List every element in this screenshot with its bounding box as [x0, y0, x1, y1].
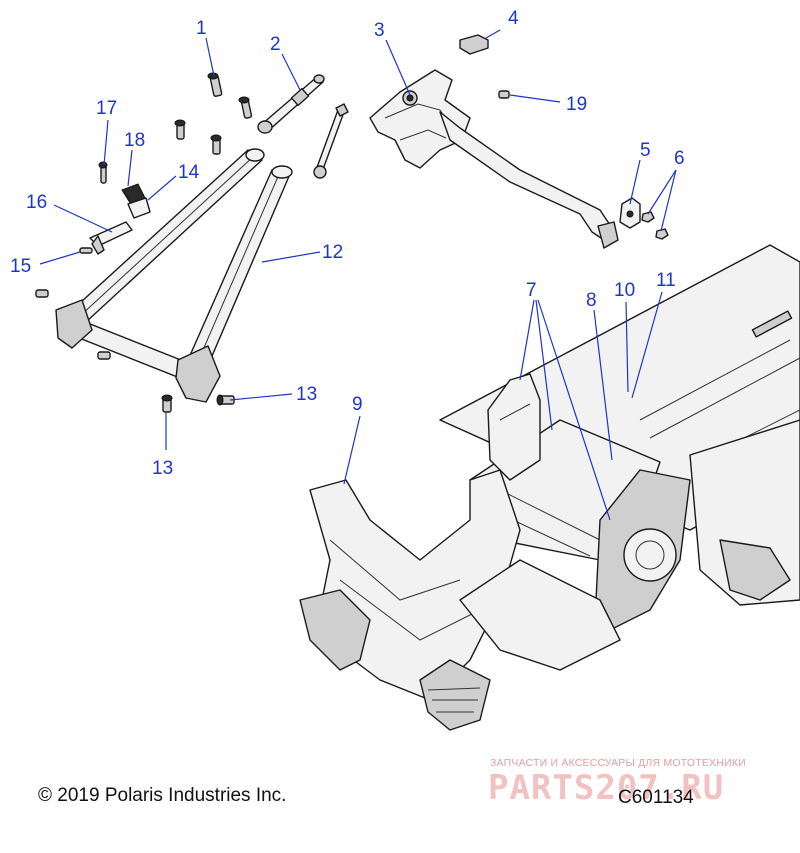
bolt-1 [207, 72, 223, 97]
callout-3: 3 [374, 20, 385, 41]
callout-2: 2 [270, 34, 281, 55]
callout-1: 1 [196, 18, 207, 39]
pin-19 [498, 90, 510, 99]
bolt-loose-c [210, 134, 222, 155]
bolt-loose-e [97, 351, 111, 360]
bolt-loose-a [238, 96, 253, 119]
leader-lines [39, 29, 677, 521]
copyright-notice: © 2019 Polaris Industries Inc. [38, 785, 287, 806]
watermark-tagline: ЗАПЧАСТИ И АКСЕССУАРЫ ДЛЯ МОТОТЕХНИКИ [490, 757, 746, 769]
callout-15: 15 [10, 256, 31, 277]
bolt-loose-d [35, 289, 49, 298]
callout-19: 19 [566, 94, 587, 115]
callout-labels: 1 2 3 4 5 6 7 8 9 10 11 12 13 13 14 15 1… [10, 8, 685, 479]
tie-rod-2-second [313, 103, 349, 179]
callout-12: 12 [322, 242, 343, 263]
callout-4: 4 [508, 8, 519, 29]
bolt-17 [98, 161, 108, 184]
bracket-5 [619, 197, 641, 229]
pad-4 [459, 34, 489, 55]
watermark-logo: PARTS207.RU [488, 768, 725, 808]
callout-13-right: 13 [296, 384, 317, 405]
callout-16: 16 [26, 192, 47, 213]
bolt-13-left [161, 394, 173, 413]
drawing-number: C601134 [618, 787, 694, 808]
callout-10: 10 [614, 280, 635, 301]
callout-18: 18 [124, 130, 145, 151]
bolt-loose-b [174, 119, 186, 140]
bracket-16 [89, 221, 133, 255]
callout-11: 11 [656, 270, 676, 291]
callout-7: 7 [526, 280, 537, 301]
callout-17: 17 [96, 98, 117, 119]
bolt-13-right [216, 394, 235, 406]
callout-9: 9 [352, 394, 363, 415]
screw-15 [79, 247, 93, 254]
callout-5: 5 [640, 140, 651, 161]
callout-14: 14 [178, 162, 200, 183]
tie-rod-2 [257, 74, 325, 134]
callout-8: 8 [586, 290, 597, 311]
front-frame-12 [55, 148, 293, 403]
callout-13-left: 13 [152, 458, 173, 479]
callout-6: 6 [674, 148, 685, 169]
clamp-14 [127, 197, 151, 219]
steering-post-3 [369, 69, 619, 249]
chassis-main [299, 244, 800, 731]
nut-6b [655, 228, 669, 240]
